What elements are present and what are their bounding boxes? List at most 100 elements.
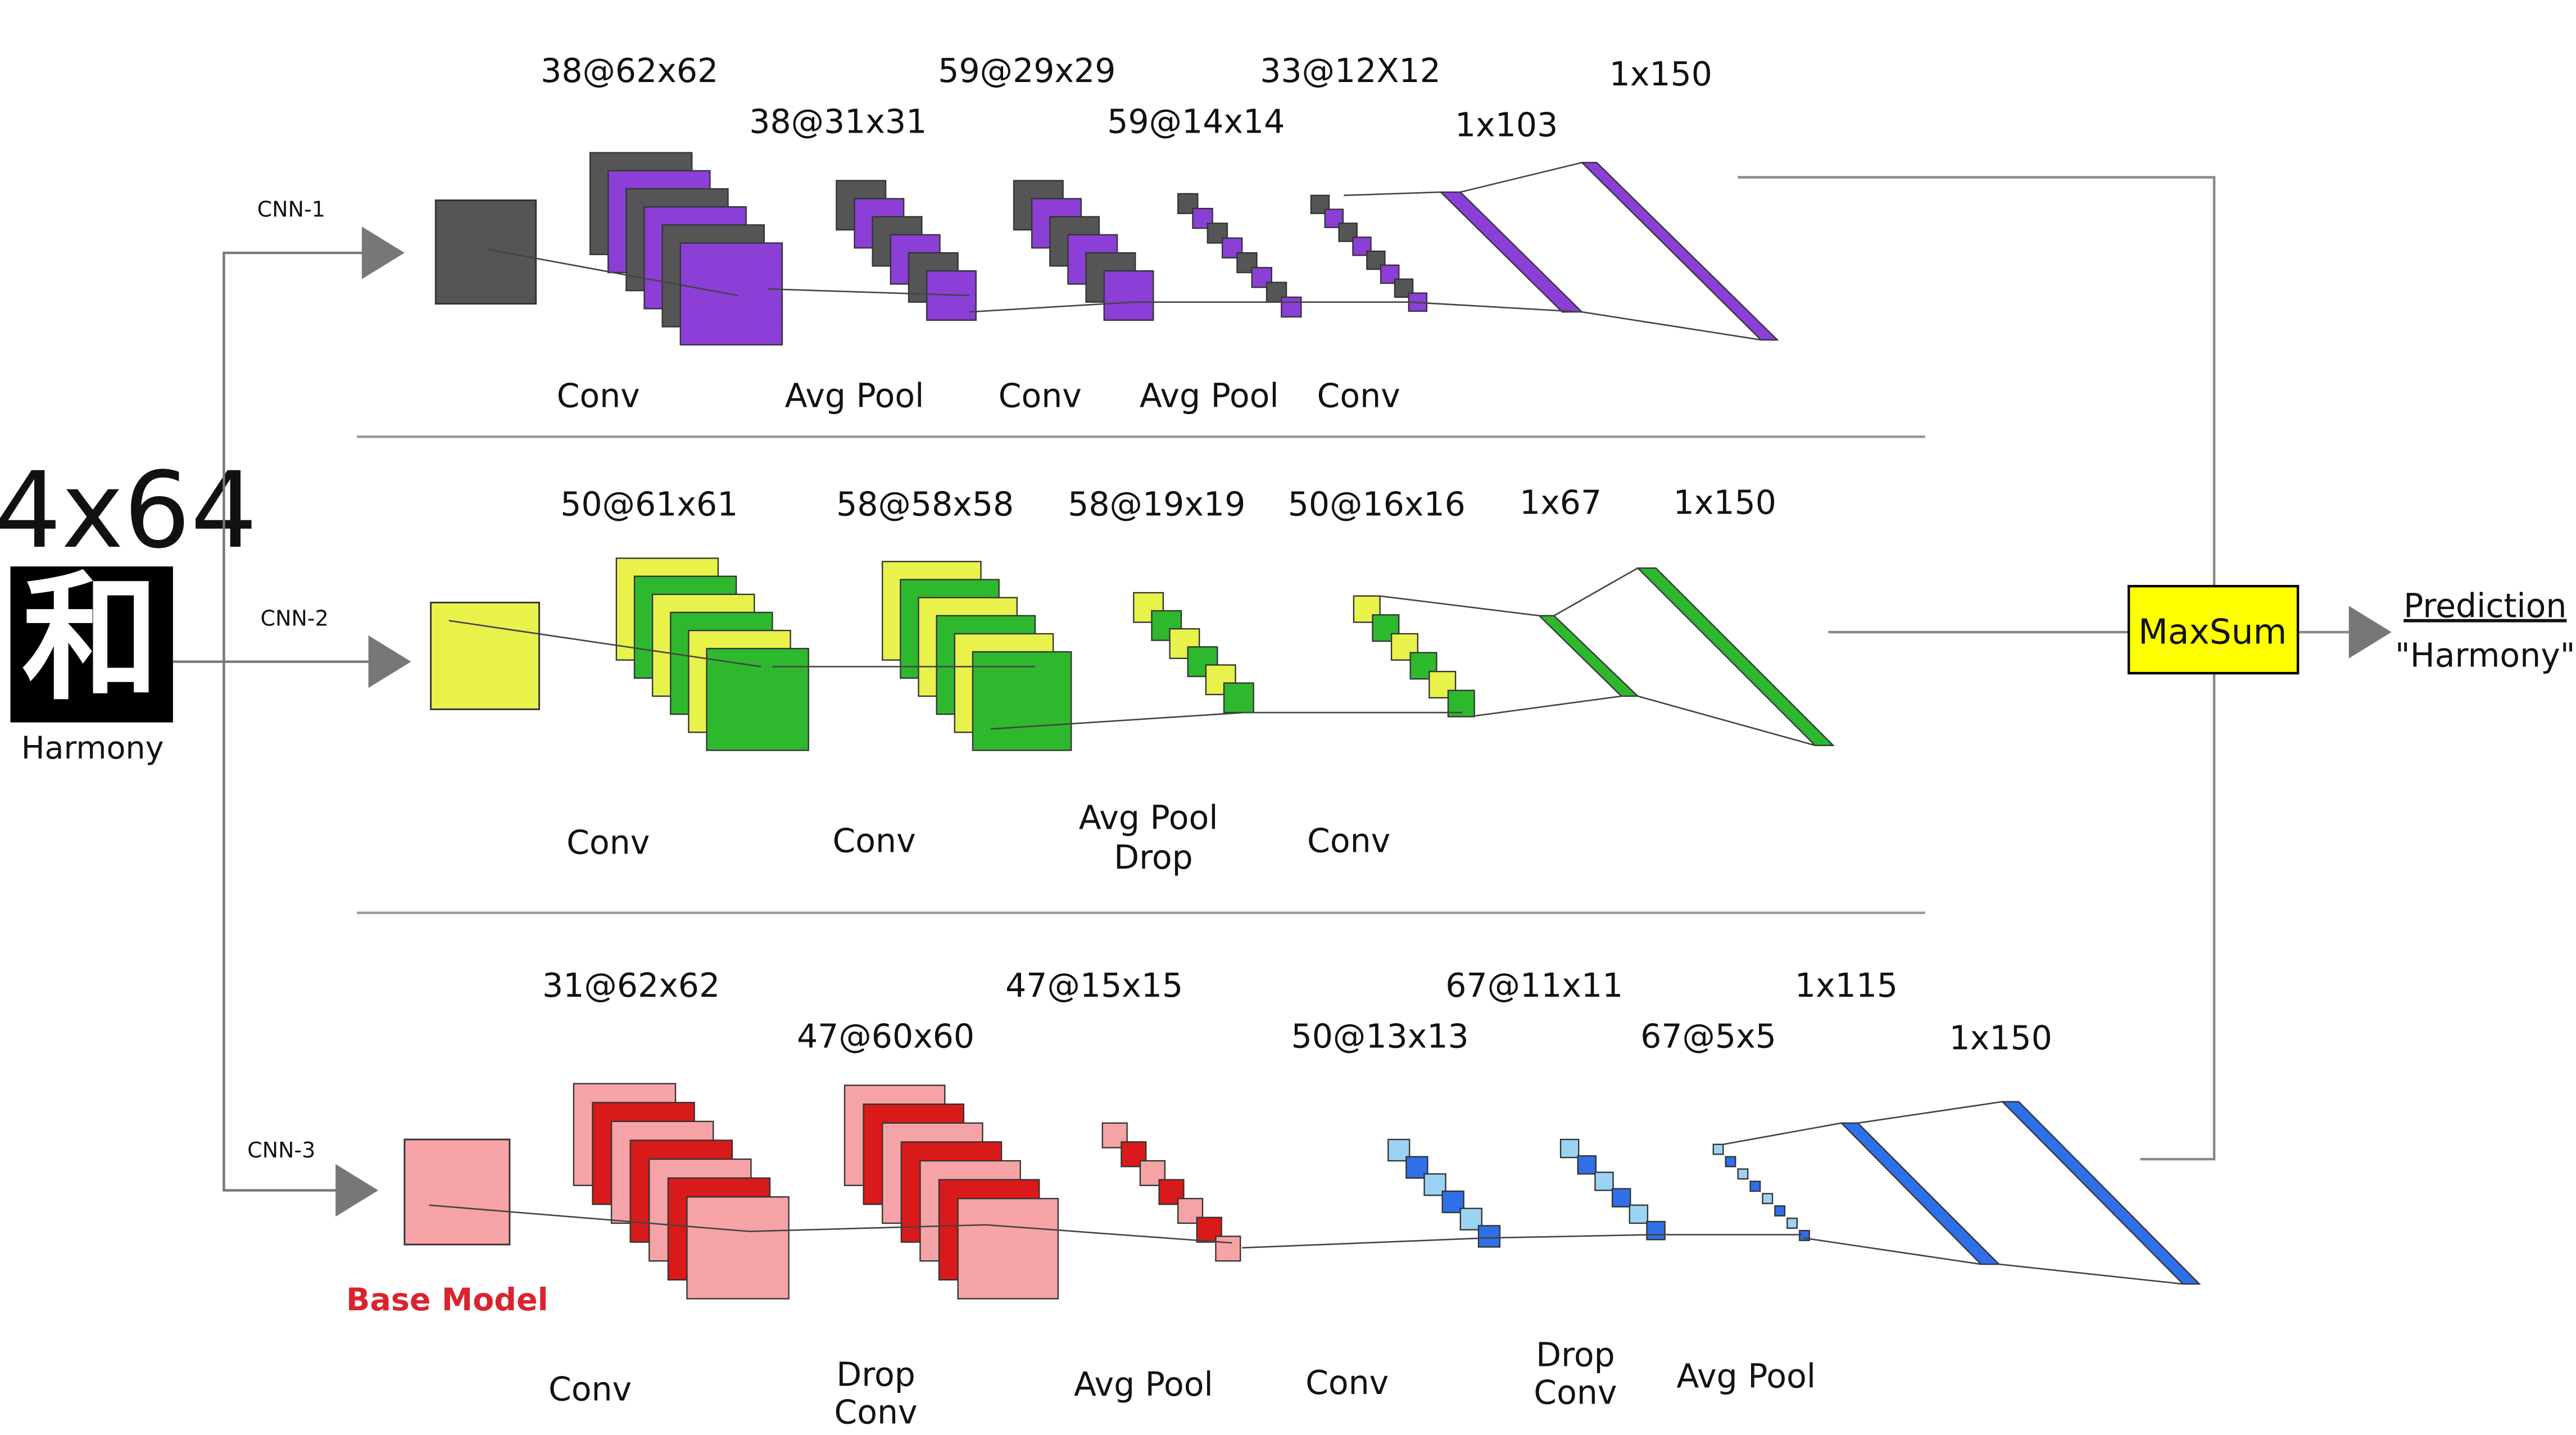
- cnn3-conv2-layer-7: [957, 1198, 1059, 1300]
- cnn3-link-3: [986, 1224, 1232, 1244]
- cnn1-dim-5: 33@12X12: [1260, 52, 1441, 90]
- cnn3-op-6: Drop: [1536, 1336, 1615, 1374]
- merge-connectors: [1738, 176, 2392, 1161]
- input-caption: Harmony: [21, 730, 164, 766]
- maxsum-label: MaxSum: [2138, 612, 2287, 652]
- cnn2-dim-4: 50@16x16: [1288, 485, 1466, 524]
- cnn3-dim-1: 31@62x62: [542, 966, 720, 1005]
- cnn3-pool1-layer-7: [1215, 1236, 1241, 1262]
- cnn3-dim-5: 67@11x11: [1445, 966, 1623, 1005]
- arrow-output: [2348, 606, 2392, 659]
- cnn2-link-3: [990, 711, 1244, 730]
- cnn3-link-9: [1857, 1101, 2003, 1124]
- input-glyph: 和: [22, 557, 160, 719]
- cnn1-fc1: [1439, 191, 1584, 313]
- cnn3-conv4-layer-5: [1629, 1204, 1649, 1224]
- cnn3-pool2-layer-2: [1725, 1156, 1736, 1168]
- cnn1-dim-7: 1x150: [1609, 55, 1712, 93]
- cnn3-pool1-layer-1: [1101, 1122, 1128, 1148]
- cnn2-input-map: [430, 601, 540, 710]
- cnn2-dim-6: 1x150: [1674, 484, 1776, 522]
- input-image: 和: [10, 557, 173, 723]
- cnn1-input-map: [434, 199, 537, 305]
- cnn3-input-map: [403, 1138, 511, 1246]
- cnn3-fc1: [1839, 1122, 2001, 1265]
- cnn1-op-labels: Conv Avg Pool Conv Avg Pool Conv: [557, 377, 1400, 415]
- cnn3-conv4-layer-3: [1594, 1171, 1614, 1191]
- cnn2-dim-5: 1x67: [1520, 484, 1602, 522]
- cnn3-op-labels: Conv Drop Conv Avg Pool Conv Drop Conv A…: [548, 1336, 1816, 1431]
- cnn3-pool2-layer-1: [1712, 1143, 1724, 1155]
- cnn1-dim-3: 59@29x29: [938, 52, 1115, 90]
- cnn3-op-1: Conv: [548, 1370, 632, 1409]
- cnn3-pool2-layer-3: [1737, 1168, 1749, 1180]
- cnn3-link-7: [1723, 1122, 1842, 1146]
- cnn3-pool2-layer-4: [1749, 1180, 1761, 1192]
- input-size-label: 64x64: [0, 449, 257, 572]
- cnn3-dim-2: 47@60x60: [797, 1017, 974, 1055]
- cnn3-dim-4: 50@13x13: [1291, 1017, 1469, 1055]
- cnn1-dim-2: 38@31x31: [749, 103, 927, 141]
- cnn2-fc1: [1538, 615, 1640, 697]
- cnn3-pool2-layer-7: [1786, 1218, 1798, 1229]
- cnn2-link-1: [448, 620, 761, 667]
- cnn2-conv1-layer-6: [706, 648, 809, 751]
- cnn1-dim-4: 59@14x14: [1107, 103, 1285, 141]
- cnn1-link-9: [1581, 311, 1761, 341]
- cnn3-pool2-layer-5: [1762, 1193, 1774, 1205]
- output-title: Prediction: [2403, 587, 2566, 625]
- cnn3-dim-3: 47@15x15: [1005, 966, 1183, 1005]
- cnn1-conv2-layer-6: [1103, 270, 1154, 321]
- cnn3-op-3: Conv: [834, 1393, 917, 1432]
- cnn3-op-2: Drop: [836, 1355, 915, 1393]
- cnn3-conv4-layer-4: [1611, 1188, 1631, 1207]
- output-value: "Harmony": [2395, 636, 2575, 674]
- cnn2-conv3-layer-1: [1353, 595, 1381, 623]
- cnn3-pool1-layer-6: [1196, 1216, 1222, 1243]
- branch-cnn2: [430, 557, 1835, 751]
- cnn3-conv3-layer-6: [1477, 1225, 1501, 1248]
- cnn2-link-8: [1638, 695, 1816, 746]
- cnn1-op-1: Conv: [557, 377, 640, 415]
- cnn2-op-labels: Conv Conv Avg Pool Drop Conv: [566, 799, 1390, 877]
- branch-label-cnn2: CNN-2: [260, 606, 328, 630]
- cnn1-conv3-layer-7: [1394, 278, 1414, 298]
- cnn3-conv4-layer-1: [1559, 1138, 1580, 1159]
- cnn2-pool1-layer-6: [1223, 682, 1254, 714]
- branch-cnn3: [403, 1083, 2201, 1300]
- cnn1-dim-1: 38@62x62: [541, 52, 718, 90]
- cnn1-dim-labels: 38@62x62 38@31x31 59@29x29 59@14x14 33@1…: [541, 52, 1712, 144]
- cnn3-dim-labels: 31@62x62 47@60x60 47@15x15 50@13x13 67@1…: [542, 966, 2052, 1057]
- branch-cnn1: [434, 152, 1779, 346]
- cnn3-conv4-layer-6: [1646, 1220, 1666, 1241]
- cnn2-op-1: Conv: [566, 824, 650, 862]
- arrow-cnn1: [361, 226, 405, 279]
- cnn2-link-5: [1380, 595, 1540, 617]
- cnn1-link-6: [1344, 191, 1441, 197]
- cnn3-dim-6: 67@5x5: [1640, 1017, 1776, 1055]
- cnn3-pool1-layer-3: [1139, 1160, 1166, 1186]
- cnn2-op-4: Drop: [1114, 838, 1193, 877]
- cnn1-pool2-layer-8: [1281, 296, 1302, 318]
- cnn3-dim-7: 1x115: [1795, 966, 1898, 1005]
- cnn3-link-1: [429, 1204, 750, 1232]
- arrow-cnn3: [335, 1164, 379, 1217]
- cnn1-link-3: [969, 301, 1134, 313]
- cnn3-link-5: [1486, 1234, 1653, 1239]
- cnn1-link-2: [767, 288, 970, 297]
- cnn2-dim-1: 50@61x61: [560, 485, 738, 524]
- cnn1-op-3: Conv: [999, 377, 1082, 415]
- cnn3-fc2: [2001, 1101, 2201, 1285]
- cnn2-dim-3: 58@19x19: [1068, 485, 1245, 524]
- cnn1-pool2-layer-5: [1236, 252, 1258, 274]
- cnn3-pool2-layer-6: [1774, 1205, 1786, 1217]
- cnn3-op-5: Conv: [1305, 1364, 1389, 1402]
- cnn2-link-7: [1553, 567, 1639, 616]
- cnn1-dim-6: 1x103: [1455, 106, 1558, 144]
- cnn3-conv4-layer-2: [1577, 1155, 1597, 1175]
- branch-label-cnn3: CNN-3: [247, 1138, 315, 1162]
- cnn1-op-5: Conv: [1317, 377, 1400, 415]
- cnn3-conv1-layer-7: [686, 1196, 790, 1300]
